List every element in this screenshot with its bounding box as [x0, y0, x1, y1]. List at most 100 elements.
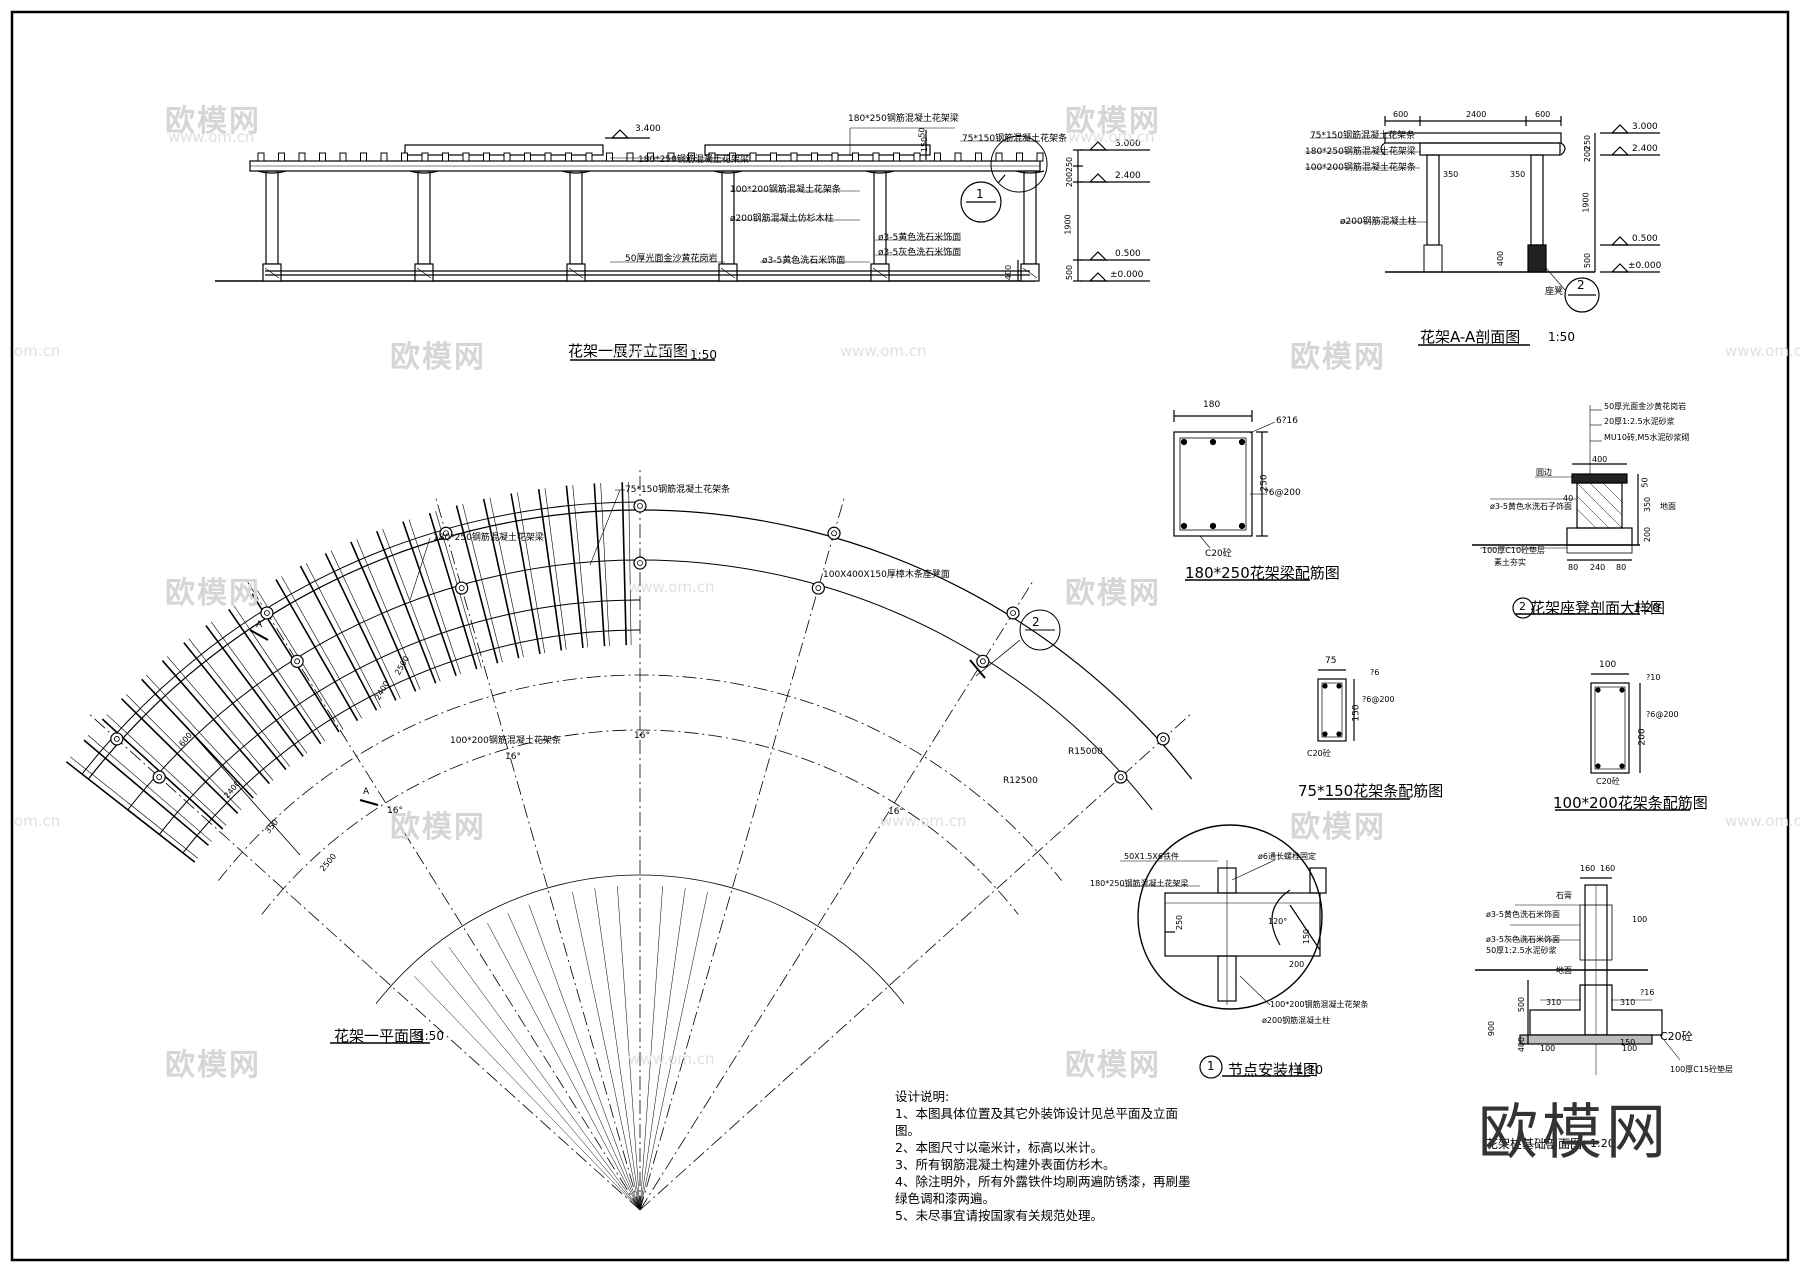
bench-label-cushion: 100厚C10砼垫层: [1482, 546, 1546, 555]
watermark: 欧模网: [1065, 1048, 1161, 1083]
bench-dim-50: 50: [1640, 477, 1650, 488]
elevation-label-finish2: ø3-5灰色洗石米饰面: [878, 248, 962, 258]
watermark: 欧模网: [1065, 576, 1161, 611]
elevation-dim-150: 150: [920, 136, 930, 153]
watermark-url: om.cn: [14, 812, 61, 830]
section-label-bench: 座凳: [1545, 287, 1564, 297]
elevation-label-column: ø200钢筋混凝土仿杉木柱: [730, 214, 834, 224]
elevation-dim-1900: 1900: [1063, 214, 1073, 235]
section-label-beam: 180*250钢筋混凝土花架梁: [1305, 147, 1416, 157]
beam-rebar-stirrup: ?6@200: [1264, 488, 1301, 498]
plan-label-beam: 180*250钢筋混凝土花架梁: [433, 533, 544, 543]
bench-detail-drawing: [1472, 405, 1640, 619]
section-callout-number: 2: [1577, 278, 1585, 292]
section-level-0500: 0.500: [1632, 234, 1658, 244]
elevation-drawing: [215, 127, 1150, 361]
section-dim-1900: 1900: [1581, 192, 1591, 213]
plan-radius-12500: R12500: [1003, 776, 1038, 786]
section-dim-500: 500: [1583, 252, 1593, 269]
node-angle: 120°: [1268, 917, 1288, 926]
plan-angle-3: 16°: [387, 806, 403, 816]
strip75-rebar-drawing: [1317, 669, 1410, 800]
watermark: 欧模网: [1290, 340, 1386, 375]
node-label-bolt: ø6通长螺栓固定: [1258, 852, 1316, 861]
watermark-logo: 欧模网: [1478, 1098, 1670, 1168]
notes-item-2: 2、本图尺寸以毫米计，标高以米计。: [895, 1140, 1103, 1155]
bench-dim-350: 350: [1643, 496, 1653, 513]
strip100-dim-height: 200: [1637, 728, 1648, 746]
foundation-dim-500: 500: [1517, 996, 1527, 1013]
watermark: 欧模网: [165, 1048, 261, 1083]
section-label-strip100: 100*200钢筋混凝土花架条: [1305, 163, 1416, 173]
foundation-dim-310b: 310: [1620, 998, 1636, 1007]
section-title: 花架A-A剖面图: [1420, 328, 1521, 346]
elevation-label-beam-top: 180*250钢筋混凝土花架梁: [848, 114, 959, 124]
plan-label-strip75: 75*150钢筋混凝土花架条: [625, 485, 731, 495]
plan-angle-2: 16°: [505, 752, 521, 762]
watermark-url: www.om.cn: [840, 342, 927, 360]
bench-label-mortar: 20厚1:2.5水泥砂浆: [1604, 417, 1675, 426]
bench-dim-width: 400: [1592, 455, 1608, 464]
elevation-level-0000: ±0.000: [1110, 270, 1144, 280]
node-label-beam: 180*250钢筋混凝土花架梁: [1090, 879, 1189, 888]
watermark: 欧模网: [390, 340, 486, 375]
foundation-label-mortar: 50厚1:2.5水泥砂浆: [1486, 946, 1557, 955]
sheet-border: [10, 10, 1790, 1262]
watermark-url: www.om.cn: [1725, 342, 1800, 360]
foundation-detail-drawing: [1475, 877, 1681, 1075]
section-dim-top-2400: 2400: [1466, 110, 1487, 119]
notes-item-1: 1、本图具体位置及其它外装饰设计见总平面及立面图。: [895, 1106, 1178, 1138]
section-scale: 1:50: [1548, 330, 1575, 344]
bench-label-ground: 地面: [1660, 502, 1676, 511]
elevation-dim-500: 500: [1065, 264, 1075, 281]
strip75-title: 75*150花架条配筋图: [1298, 782, 1444, 800]
node-dim-250: 250: [1175, 914, 1185, 931]
watermark-url: www.om.cn: [628, 578, 715, 596]
plan-drawing: [65, 470, 1193, 1211]
beam-rebar-drawing: [1173, 410, 1310, 581]
node-detail-drawing: [1120, 824, 1327, 1079]
watermark: 欧模网: [1065, 104, 1161, 139]
elevation-label-finish1: ø3-5黄色洗石米饰面: [878, 233, 962, 243]
node-label-column: ø200钢筋混凝土柱: [1262, 1016, 1331, 1025]
strip100-title: 100*200花架条配筋图: [1553, 794, 1708, 812]
beam-rebar-main: 6?16: [1276, 416, 1298, 426]
bench-dim-200: 200: [1643, 526, 1653, 543]
elevation-dim-400: 400: [1004, 264, 1014, 281]
bench-title: 花架座凳剖面大样图: [1530, 599, 1666, 617]
foundation-dim-310a: 310: [1546, 998, 1562, 1007]
strip75-rebar-main: ?6: [1370, 668, 1380, 677]
plan-scale: 1:50: [417, 1029, 444, 1043]
bench-label-granite: 50厚光面金沙黄花岗岩: [1604, 402, 1687, 411]
foundation-dim-100a: 100: [1540, 1044, 1556, 1053]
foundation-dim-100c: 100: [1632, 915, 1648, 924]
foundation-dim-160a: 160: [1580, 864, 1596, 873]
strip100-rebar-drawing: [1555, 673, 1690, 811]
strip100-rebar-stirrup: ?6@200: [1646, 710, 1679, 719]
plan-title: 花架一平面图: [334, 1027, 425, 1045]
plan-callout-number: 2: [1032, 615, 1040, 629]
elevation-label-granite: 50厚光面金沙黄花岗岩: [625, 254, 718, 264]
foundation-label-concrete: C20砼: [1660, 1030, 1693, 1043]
foundation-dim-160b: 160: [1600, 864, 1616, 873]
section-dim-350a: 350: [1443, 170, 1459, 179]
node-dim-150: 150: [1302, 928, 1312, 945]
watermark-url: www.om.cn: [1725, 812, 1800, 830]
foundation-label-plaster: 石膏: [1556, 891, 1572, 900]
elevation-label-beam: 180*250钢筋混凝土花架梁: [638, 155, 749, 165]
watermark: 欧模网: [165, 104, 261, 139]
strip75-rebar-stirrup: ?6@200: [1362, 695, 1395, 704]
foundation-title: 花架柱基础剖面图: [1486, 1137, 1583, 1151]
node-dim-200: 200: [1289, 960, 1305, 969]
section-drawing: [1305, 116, 1660, 346]
bench-dim-240: 240: [1590, 563, 1606, 572]
bench-label-brick: MU10砖,M5水泥砂浆砌: [1604, 433, 1690, 442]
beam-title: 180*250花架梁配筋图: [1185, 564, 1340, 582]
section-dim-top-600b: 600: [1535, 110, 1551, 119]
elevation-label-strip100: 100*200钢筋混凝土花架条: [730, 185, 841, 195]
elevation-dim-50: 50: [917, 127, 927, 138]
section-dim-350b: 350: [1510, 170, 1526, 179]
plan-angle-1: 16°: [634, 731, 650, 741]
strip100-dim-width: 100: [1599, 660, 1617, 670]
